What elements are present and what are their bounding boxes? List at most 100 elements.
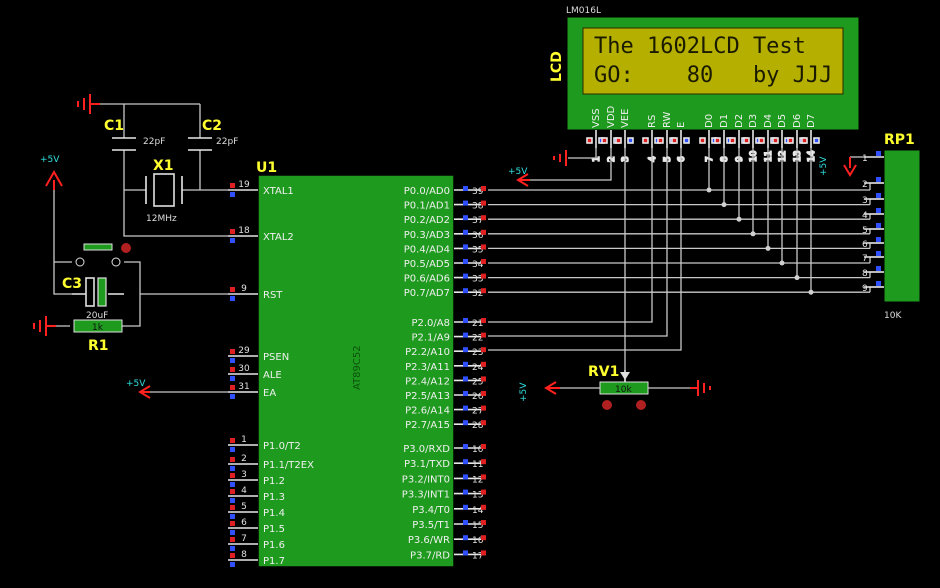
pin-marker bbox=[463, 391, 468, 396]
lcd-pin-number: 5 bbox=[663, 156, 673, 162]
mcu-pin-number: 31 bbox=[238, 382, 249, 392]
mcu-pin-number: 3 bbox=[241, 470, 247, 480]
lcd-vcc-arrow-icon bbox=[516, 173, 530, 187]
junction-dot bbox=[779, 260, 785, 266]
mcu-pin-label: P0.0/AD0 bbox=[404, 186, 450, 197]
pin-marker bbox=[642, 137, 649, 144]
mcu-pin-number: 18 bbox=[238, 226, 250, 236]
mcu-pin-number: 7 bbox=[241, 534, 247, 544]
rp1-pin-number: 3 bbox=[862, 196, 868, 206]
lcd-pin-label: D7 bbox=[806, 114, 817, 128]
lcd-module[interactable]: LM016L The 1602LCD Test GO: 80 by JJJ LC… bbox=[549, 6, 860, 131]
x1-value: 12MHz bbox=[146, 214, 177, 224]
mcu-body bbox=[257, 174, 455, 568]
mcu-pin-label: P1.2 bbox=[263, 476, 285, 487]
lcd-pin-number: 8 bbox=[720, 156, 730, 162]
rp1-pin-number: 7 bbox=[862, 254, 868, 264]
lcd-power-wiring: +5V bbox=[508, 148, 626, 370]
c3-capacitor[interactable] bbox=[72, 277, 124, 307]
pin-marker bbox=[463, 200, 468, 206]
pin-marker bbox=[876, 223, 881, 228]
junction-dot bbox=[794, 275, 800, 281]
pin-marker bbox=[230, 438, 235, 443]
mcu-pin-number: 27 bbox=[472, 407, 483, 417]
mcu-pin-label: P3.2/INT0 bbox=[402, 474, 450, 485]
mcu-right-pins: 39P0.0/AD038P0.1/AD137P0.2/AD236P0.3/AD3… bbox=[402, 186, 486, 561]
pin-marker bbox=[876, 208, 881, 213]
mcu-pin-number: 32 bbox=[472, 289, 483, 299]
pin-marker bbox=[230, 553, 235, 558]
pin-marker bbox=[813, 137, 820, 144]
reset-circuit: +5V C3 20uF 1k R1 bbox=[33, 155, 258, 354]
lcd-pin-label: D4 bbox=[763, 114, 774, 128]
pin-marker bbox=[481, 504, 486, 510]
c2-symbol[interactable] bbox=[188, 137, 212, 151]
pin-marker bbox=[772, 137, 779, 144]
mcu-pin-number: 34 bbox=[472, 260, 484, 270]
lcd-pin-label: D0 bbox=[704, 114, 715, 128]
mcu-pin-label: P3.3/INT1 bbox=[402, 490, 450, 501]
mcu-pin-label: P1.6 bbox=[263, 540, 285, 551]
pin-marker bbox=[230, 473, 235, 478]
pin-marker bbox=[627, 137, 634, 144]
pin-marker bbox=[481, 550, 486, 556]
p0-bus-wiring bbox=[488, 148, 884, 295]
pin-marker bbox=[463, 215, 468, 221]
mcu-pin-number: 8 bbox=[241, 550, 247, 560]
junction-dot bbox=[765, 245, 771, 251]
potentiometer-rv1[interactable]: RV1 10k +5V bbox=[519, 364, 711, 410]
mcu-pin-label: P0.2/AD2 bbox=[404, 215, 450, 226]
mcu-pin-label: P2.5/A13 bbox=[405, 391, 450, 402]
lcd-pin-label: D6 bbox=[792, 114, 803, 128]
c1-value: 22pF bbox=[143, 137, 165, 147]
mcu-pin-number: 38 bbox=[472, 202, 484, 212]
lcd-line-1: The 1602LCD Test bbox=[594, 34, 806, 59]
mcu-pin-number: 16 bbox=[472, 536, 484, 546]
rp1-pin-number: 5 bbox=[862, 226, 868, 236]
pin-marker bbox=[481, 459, 486, 465]
junction-dot bbox=[706, 187, 712, 193]
mcu-pin-number: 5 bbox=[241, 502, 247, 512]
rv1-decrease-button[interactable] bbox=[602, 400, 612, 410]
pin-marker bbox=[729, 137, 736, 144]
reset-push-button[interactable] bbox=[75, 243, 131, 267]
mcu-pin-label: P2.6/A14 bbox=[405, 406, 450, 417]
pin-marker bbox=[481, 332, 486, 338]
pin-marker bbox=[671, 137, 678, 144]
pin-marker bbox=[230, 296, 235, 301]
pin-marker bbox=[230, 349, 235, 354]
rv1-vcc-label: +5V bbox=[519, 382, 529, 402]
rp1-pin-number: 4 bbox=[862, 211, 868, 221]
c2-ref: C2 bbox=[202, 118, 222, 134]
junction-dot bbox=[750, 231, 756, 237]
lcd-pin-number: 14 bbox=[807, 150, 817, 162]
lcd-pin-label: E bbox=[676, 122, 687, 128]
mcu-u1[interactable]: U1 AT89C52 19XTAL118XTAL29RST29PSEN30ALE… bbox=[228, 160, 486, 568]
crystal-x1[interactable] bbox=[145, 173, 183, 207]
rp1-body bbox=[883, 149, 921, 303]
mcu-pin-number: 19 bbox=[238, 180, 250, 190]
pin-marker bbox=[230, 537, 235, 542]
pin-marker bbox=[481, 489, 486, 495]
ea-vcc-label: +5V bbox=[126, 379, 146, 389]
lcd-vcc-label: +5V bbox=[508, 167, 528, 177]
pin-marker bbox=[481, 361, 486, 367]
rv1-increase-button[interactable] bbox=[636, 400, 646, 410]
mcu-pin-label: P2.3/A11 bbox=[405, 362, 450, 373]
rp1-ref: RP1 bbox=[884, 132, 915, 148]
mcu-pin-number: 30 bbox=[238, 364, 250, 374]
lcd-pin-label: VDD bbox=[606, 105, 617, 128]
r1-resistor[interactable]: 1k bbox=[73, 319, 123, 333]
c1-symbol[interactable] bbox=[112, 137, 136, 151]
p0-bus-wire bbox=[488, 148, 870, 220]
rv1-ref: RV1 bbox=[588, 364, 619, 380]
pin-marker bbox=[481, 474, 486, 480]
mcu-pin-number: 33 bbox=[472, 275, 483, 285]
pin-marker bbox=[481, 420, 486, 426]
pin-marker bbox=[463, 444, 468, 449]
pin-marker bbox=[481, 273, 486, 279]
rp1-vcc-arrow-icon bbox=[843, 157, 857, 177]
